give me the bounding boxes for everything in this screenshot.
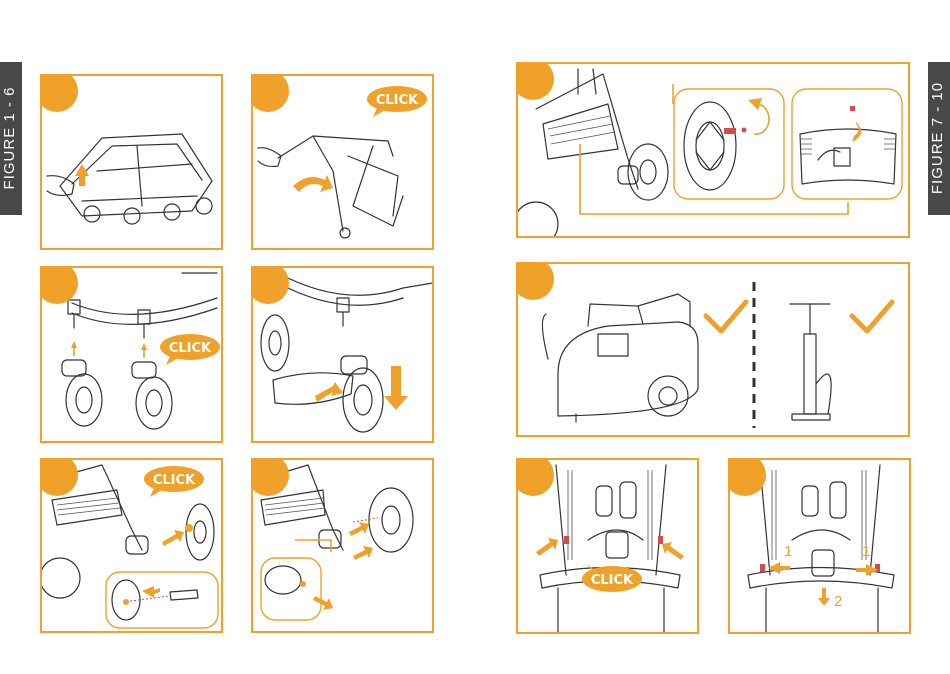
figure-4-panel (251, 266, 434, 443)
figure-8-panel (516, 262, 910, 437)
svg-text:2: 2 (834, 593, 842, 610)
figure-1-panel (40, 74, 223, 250)
svg-text:1: 1 (784, 543, 792, 560)
right-figure-label: FIGURE 7 - 10 (929, 61, 949, 215)
wheel-valve-illustration (518, 64, 910, 238)
figure-2-panel: CLICK (251, 74, 434, 250)
checkmark-icon (852, 302, 892, 331)
left-figure-label: FIGURE 1 - 6 (1, 61, 21, 215)
svg-text:CLICK: CLICK (591, 573, 634, 588)
compressor-and-pump-illustration (518, 264, 910, 437)
figure-5-panel: CLICK (40, 458, 223, 633)
click-badge: CLICK (142, 464, 206, 498)
svg-text:CLICK: CLICK (153, 473, 196, 488)
svg-text:CLICK: CLICK (169, 341, 212, 356)
figure-7-panel (516, 62, 910, 238)
figure-9-panel: CLICK (516, 458, 699, 634)
checkmark-icon (706, 302, 746, 331)
click-badge: CLICK (365, 84, 429, 118)
svg-text:CLICK: CLICK (376, 93, 419, 108)
figure-6-panel (251, 458, 434, 633)
svg-text:1: 1 (862, 543, 870, 560)
figure-10-panel: 1 1 2 (728, 458, 911, 634)
click-badge: CLICK (580, 564, 644, 598)
figure-3-panel: CLICK (40, 266, 223, 443)
click-badge: CLICK (158, 332, 222, 366)
